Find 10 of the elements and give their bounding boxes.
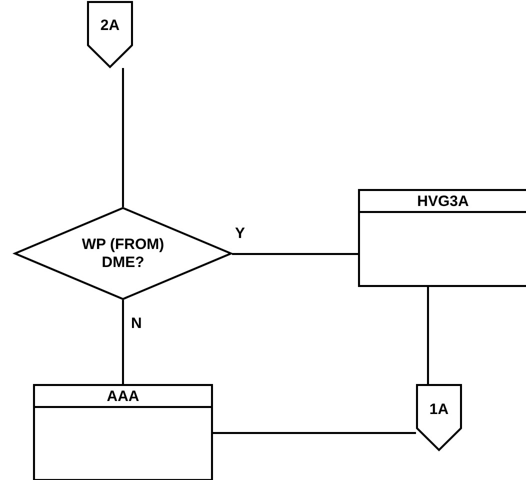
connector-line xyxy=(213,432,416,434)
connector-line xyxy=(122,68,124,207)
connector-label: 1A xyxy=(429,400,449,418)
connector-line xyxy=(232,253,358,255)
connector-line xyxy=(427,287,429,384)
decision-text: WP (FROM) DME? xyxy=(80,236,166,272)
connector-label: 2A xyxy=(100,16,120,34)
box-title: AAA xyxy=(106,388,140,406)
connector-line xyxy=(122,300,124,384)
box-title: HVG3A xyxy=(417,193,469,211)
